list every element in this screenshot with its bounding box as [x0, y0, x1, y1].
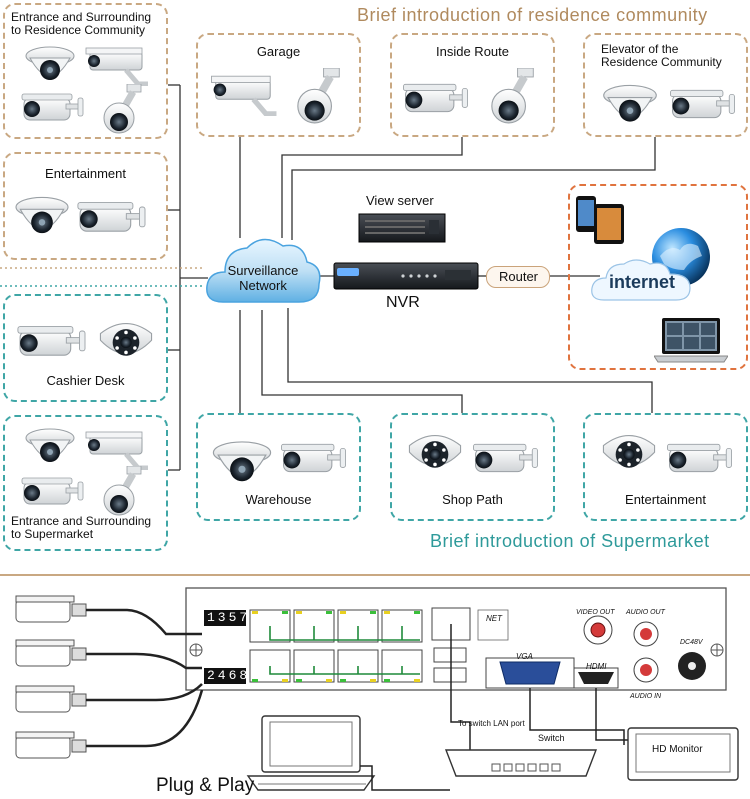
- net-label: NET: [486, 614, 502, 623]
- box-warehouse: [196, 413, 361, 521]
- bullet-camera-icon: [17, 326, 86, 356]
- box-entertainment-supermarket: [583, 413, 748, 521]
- ir-dome-camera-icon: [602, 434, 656, 469]
- bullet-camera-icon: [402, 83, 469, 113]
- box-elevator: [583, 33, 748, 137]
- vga-label: VGA: [516, 652, 533, 661]
- ptz-camera-icon: [484, 68, 540, 124]
- section-divider: [0, 574, 750, 576]
- internet-cloud-icon: [591, 259, 691, 301]
- ptz-camera-icon: [96, 84, 148, 134]
- box-entrance-residence: [3, 3, 168, 139]
- label-entertainment-residence: Entertainment: [45, 166, 126, 181]
- laptop-icon: [654, 318, 728, 363]
- bullet-camera-icon: [21, 477, 84, 505]
- bullet-camera-icon: [669, 89, 736, 119]
- dome-camera-icon: [25, 46, 75, 81]
- box-camera-icon: [84, 428, 150, 470]
- box-internet: [568, 184, 748, 370]
- dome-camera-icon: [603, 84, 657, 123]
- mobile-devices-icon: [576, 196, 624, 244]
- ptz-camera-icon: [96, 466, 148, 516]
- ptz-camera-icon: [290, 68, 346, 124]
- bullet-camera-icon: [21, 93, 84, 121]
- video-out-label: VIDEO OUT: [576, 609, 615, 616]
- bullet-camera-icon: [280, 443, 347, 473]
- dc-label: DC48V: [680, 639, 703, 646]
- box-entertainment-residence: [3, 152, 168, 260]
- hdmi-label: HDMI: [586, 662, 607, 671]
- residence-title: Brief introduction of residence communit…: [357, 5, 708, 25]
- box-camera-icon: [208, 72, 280, 116]
- monitor-label: HD Monitor: [652, 744, 703, 755]
- plug-play-label: Plug & Play: [156, 775, 255, 796]
- box-shop-path: [390, 413, 555, 521]
- ports-bottom-label: 2468: [207, 668, 251, 683]
- label-entertainment-supermarket: Entertainment: [625, 492, 706, 507]
- nvr-label: NVR: [386, 294, 420, 311]
- ir-dome-camera-icon: [99, 322, 153, 357]
- nvr-rear-panel-diagram: [15, 587, 739, 791]
- box-inside-route: [390, 33, 555, 137]
- audio-in-label: AUDIO IN: [630, 693, 662, 700]
- bullet-camera-icon: [472, 443, 539, 473]
- ports-top-label: 1357: [207, 610, 251, 625]
- bullet-camera-icon: [77, 202, 146, 232]
- audio-out-label: AUDIO OUT: [626, 609, 665, 616]
- label-cashier: Cashier Desk: [46, 373, 125, 388]
- box-cashier: [3, 294, 168, 402]
- label-shop-path: Shop Path: [442, 492, 503, 507]
- cloud-label: Surveillance Network: [227, 263, 299, 293]
- label-elevator: Elevator of the Residence Community: [601, 42, 722, 69]
- label-garage: Garage: [256, 44, 301, 59]
- dome-camera-icon: [15, 196, 69, 234]
- label-entrance-supermarket: Entrance and Surrounding to Supermarket: [11, 514, 152, 541]
- ir-dome-camera-icon: [408, 434, 462, 469]
- label-warehouse: Warehouse: [245, 492, 312, 507]
- view-server-label: View server: [366, 193, 434, 208]
- bullet-camera-icon: [666, 443, 733, 473]
- supermarket-title: Brief introduction of Supermarket: [430, 531, 710, 551]
- label-inside-route: Inside Route: [436, 44, 509, 59]
- router-label: Router: [498, 269, 539, 284]
- dome-camera-icon: [212, 441, 272, 482]
- server-icon: [358, 213, 446, 243]
- switch-label: Switch: [538, 733, 565, 743]
- box-camera-icon: [84, 44, 150, 86]
- label-entrance-residence: Entrance and Surrounding to Residence Co…: [11, 10, 152, 37]
- cloud-icon: [206, 238, 321, 303]
- box-garage: [196, 33, 361, 137]
- box-entrance-supermarket: [3, 415, 168, 551]
- dome-camera-icon: [25, 428, 75, 463]
- nvr-device-icon: [333, 262, 479, 290]
- internet-label: internet: [608, 272, 675, 292]
- router-pill: [486, 266, 550, 288]
- switch-lan-label: To switch LAN port: [458, 719, 525, 728]
